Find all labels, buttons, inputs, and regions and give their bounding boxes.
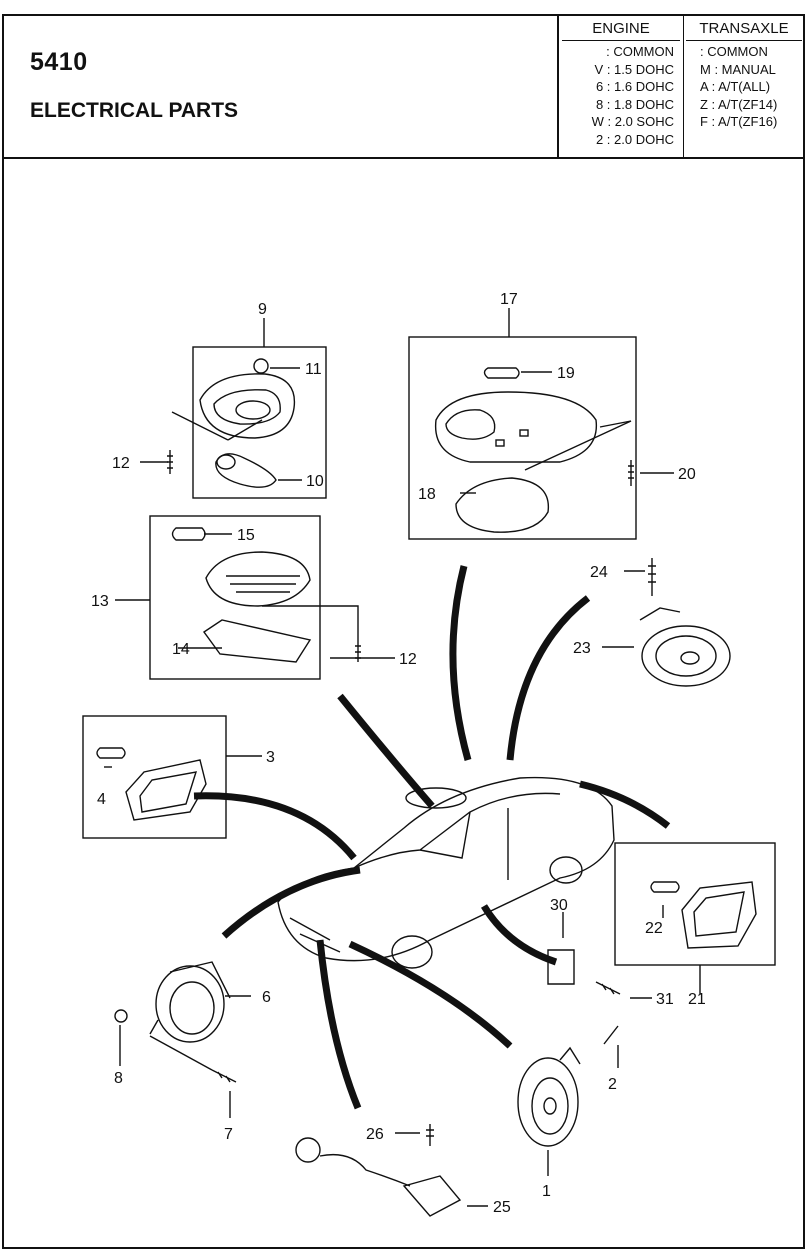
part-label-12-upper: 12 bbox=[112, 455, 130, 472]
transaxle-heading: TRANSAXLE bbox=[686, 18, 802, 41]
group-box-13 bbox=[149, 515, 321, 680]
engine-row: : COMMON bbox=[606, 44, 674, 59]
part-label-13: 13 bbox=[91, 593, 109, 610]
part-label-20: 20 bbox=[678, 466, 696, 483]
engine-legend: ENGINE : COMMON V : 1.5 DOHC 6 : 1.6 DOH… bbox=[562, 18, 680, 148]
part-label-22: 22 bbox=[645, 920, 663, 937]
engine-row: 8 : 1.8 DOHC bbox=[595, 96, 674, 112]
part-label-26: 26 bbox=[366, 1126, 384, 1143]
part-label-21: 21 bbox=[688, 991, 706, 1008]
part-label-8: 8 bbox=[114, 1070, 123, 1087]
engine-row: 2 : 2.0 DOHC bbox=[595, 131, 674, 147]
group-box-21 bbox=[614, 842, 776, 966]
part-label-2: 2 bbox=[608, 1076, 617, 1093]
part-label-25: 25 bbox=[493, 1199, 511, 1216]
part-label-4: 4 bbox=[97, 791, 106, 808]
section-title: ELECTRICAL PARTS bbox=[30, 99, 239, 122]
header-divider bbox=[2, 157, 805, 159]
header-legend-divider bbox=[557, 14, 559, 159]
part-label-24: 24 bbox=[590, 564, 608, 581]
engine-row: W : 2.0 SOHC bbox=[591, 114, 674, 129]
part-label-14: 14 bbox=[172, 641, 190, 658]
part-label-1: 1 bbox=[542, 1183, 551, 1200]
engine-row: 6 : 1.6 DOHC bbox=[595, 79, 674, 94]
part-label-7: 7 bbox=[224, 1126, 233, 1143]
transaxle-row: A : A/T(ALL) bbox=[700, 79, 771, 94]
section-code: 5410 bbox=[30, 48, 88, 76]
transaxle-row: Z : A/T(ZF14) bbox=[700, 96, 778, 112]
part-label-19: 19 bbox=[557, 365, 575, 382]
part-label-23: 23 bbox=[573, 640, 591, 657]
part-label-15: 15 bbox=[237, 527, 255, 544]
transaxle-row: F : A/T(ZF16) bbox=[700, 114, 778, 129]
group-box-3 bbox=[82, 715, 227, 839]
part-label-17: 17 bbox=[500, 291, 518, 308]
group-box-17 bbox=[408, 336, 637, 540]
part-label-30: 30 bbox=[550, 897, 568, 914]
part-label-12-lower: 12 bbox=[399, 651, 417, 668]
part-label-18: 18 bbox=[418, 486, 436, 503]
transaxle-legend: TRANSAXLE : COMMON M : MANUAL A : A/T(AL… bbox=[686, 18, 802, 131]
legend-column-divider bbox=[683, 14, 684, 157]
part-label-6: 6 bbox=[262, 989, 271, 1006]
drawing-frame bbox=[2, 14, 805, 1249]
part-label-9: 9 bbox=[258, 301, 267, 318]
engine-heading: ENGINE bbox=[562, 18, 680, 41]
part-label-10: 10 bbox=[306, 473, 324, 490]
part-label-3: 3 bbox=[266, 749, 275, 766]
engine-row: V : 1.5 DOHC bbox=[594, 61, 674, 77]
transaxle-row: M : MANUAL bbox=[700, 61, 776, 77]
part-label-11: 11 bbox=[305, 361, 322, 378]
transaxle-row: : COMMON bbox=[700, 44, 768, 59]
part-label-31: 31 bbox=[656, 991, 674, 1008]
